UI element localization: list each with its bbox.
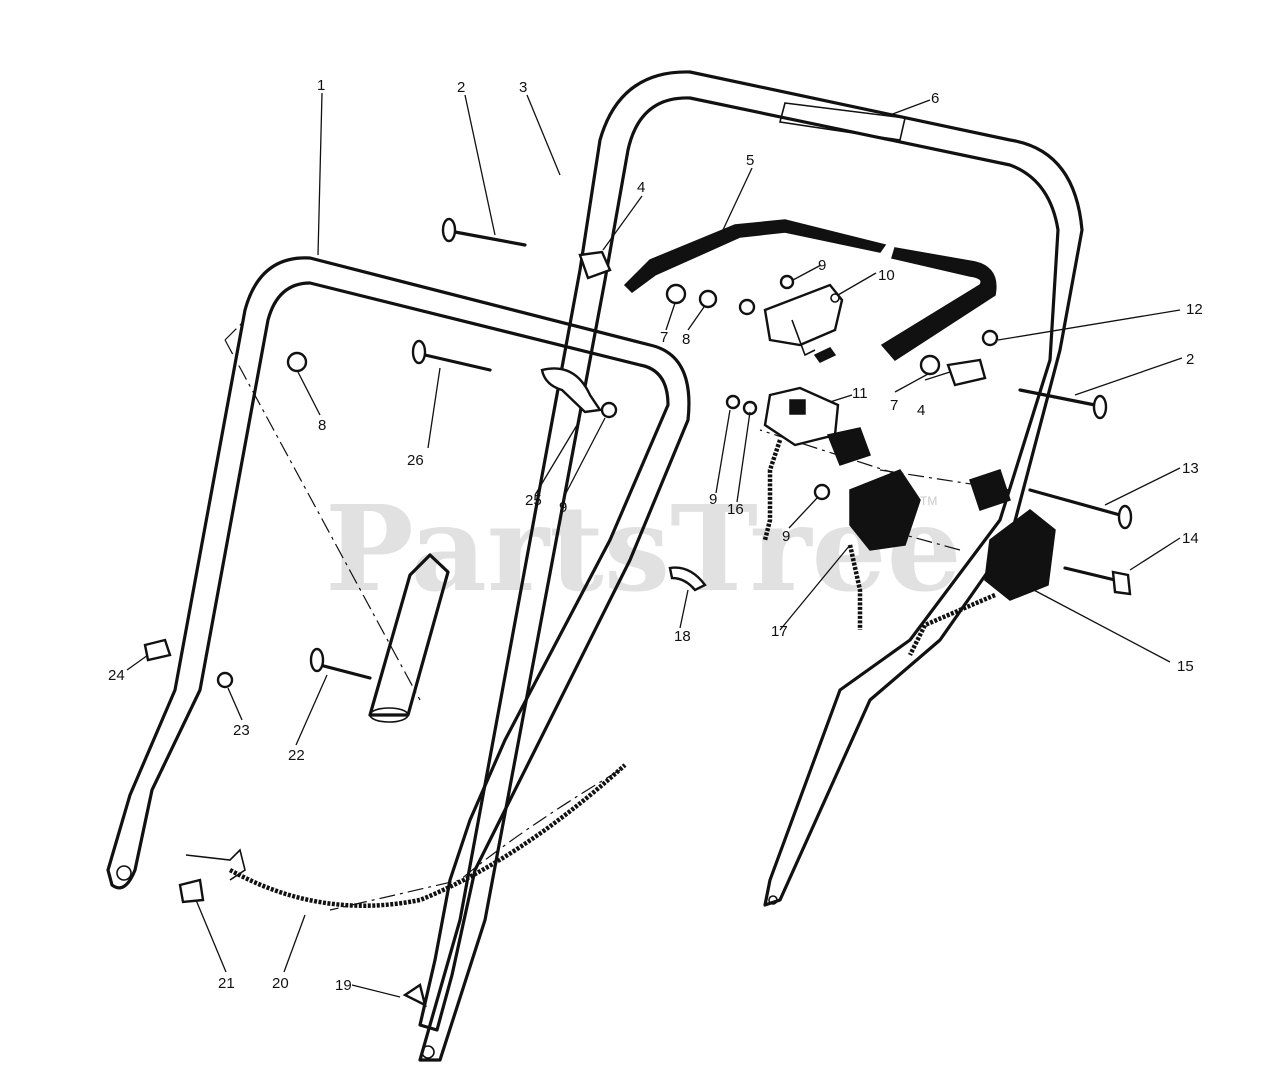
callout-2-top: 2: [457, 79, 465, 96]
callout-9-switch: 9: [709, 491, 717, 508]
carriage-bolt-26: [423, 353, 492, 372]
callout-8-upper: 8: [682, 331, 690, 348]
callout-11: 11: [852, 385, 868, 402]
carriage-bolt-2-left: [453, 230, 527, 247]
control-bail-lever: [623, 219, 997, 361]
hairpin-19: [402, 983, 427, 1008]
hardware: [143, 217, 1133, 1008]
control-bracket: [763, 283, 844, 363]
screw-12: [981, 329, 999, 347]
callout-9-bracket: 9: [818, 257, 826, 274]
callout-3: 3: [519, 79, 527, 96]
callout-17: 17: [771, 623, 788, 640]
bushing-4-left: [578, 250, 612, 280]
nut-9-switch: [725, 394, 741, 410]
watermark-tm: TM: [920, 494, 937, 508]
handle-grip-label-plate: [778, 102, 906, 141]
leader-lines: [126, 92, 1183, 998]
bushing-4-right: [946, 358, 987, 387]
nut-8-lower: [286, 351, 308, 373]
callout-10: 10: [878, 267, 895, 284]
upper-handle-mount-hole: [421, 1045, 435, 1059]
nut-9-bracket-25: [600, 401, 618, 419]
left-cable-grip: [826, 427, 921, 630]
washer-8-bracket: [738, 298, 756, 316]
callout-16: 16: [727, 501, 744, 518]
nut-9-bracket: [779, 274, 795, 290]
knob-24: [143, 638, 172, 662]
lower-handle: [106, 256, 691, 1032]
throttle-cable: [185, 763, 627, 908]
callout-18: 18: [674, 628, 691, 645]
callout-8-lower: 8: [318, 417, 326, 434]
switch-housing: [762, 386, 840, 541]
callout-9-grip: 9: [782, 528, 790, 545]
callout-1: 1: [317, 77, 325, 94]
callout-14: 14: [1182, 530, 1199, 547]
nut-23: [216, 671, 234, 689]
carriage-bolt-2-right: [1018, 388, 1097, 407]
bracket-25: [540, 367, 603, 414]
upper-handle: [418, 70, 1084, 1062]
clip-18: [668, 566, 707, 592]
callout-22: 22: [288, 747, 305, 764]
callout-6: 6: [931, 90, 939, 107]
callout-9-lower: 9: [559, 499, 567, 516]
callout-19: 19: [335, 977, 352, 994]
callout-7-left: 7: [660, 329, 668, 346]
callout-20: 20: [272, 975, 289, 992]
carriage-bolt-13: [1028, 488, 1122, 517]
hex-bolt-14: [1063, 566, 1117, 582]
spacer-7-right: [919, 354, 941, 376]
callout-5: 5: [746, 152, 754, 169]
callout-4-left: 4: [637, 179, 645, 196]
callout-23: 23: [233, 722, 250, 739]
callout-15: 15: [1177, 658, 1194, 675]
callout-12: 12: [1186, 301, 1203, 318]
spacer-7-left: [665, 283, 687, 305]
callout-4-right: 4: [917, 402, 925, 419]
callout-24: 24: [108, 667, 125, 684]
carriage-bolt-22: [318, 663, 372, 680]
nut-8-upper: [698, 289, 718, 309]
right-cable-grip: [907, 469, 1056, 657]
nut-9-grip: [813, 483, 831, 501]
callout-13: 13: [1182, 460, 1199, 477]
callout-7-right: 7: [890, 397, 898, 414]
callout-21: 21: [218, 975, 235, 992]
callout-25: 25: [525, 492, 542, 509]
screw-21: [178, 878, 205, 904]
callout-2-right: 2: [1186, 351, 1194, 368]
lower-handle-mount-hole: [116, 865, 132, 881]
callout-26: 26: [407, 452, 424, 469]
lower-handle-tube-end: [368, 553, 450, 717]
callouts: 1 2 3 4 5 6 9 10 12 2 13 14 15 17 16 9 9…: [108, 77, 1203, 994]
